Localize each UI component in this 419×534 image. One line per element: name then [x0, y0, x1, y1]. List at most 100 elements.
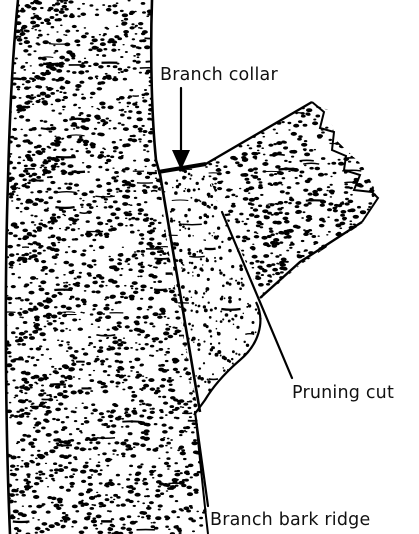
bark-dot — [76, 140, 81, 143]
bark-dot — [96, 54, 99, 56]
bark-streak — [300, 160, 314, 161]
bark-dot — [0, 521, 3, 524]
bark-streak — [209, 379, 218, 380]
bark-dot — [225, 268, 228, 270]
bark-dot — [112, 44, 116, 47]
bark-dot — [46, 394, 49, 396]
bark-dot — [96, 441, 101, 444]
bark-dot — [155, 489, 160, 492]
bark-dot — [264, 251, 266, 253]
bark-dot — [222, 318, 224, 320]
bark-dot — [333, 172, 337, 174]
bark-dot — [167, 96, 171, 99]
bark-dot — [161, 123, 166, 126]
bark-dot — [57, 340, 59, 342]
bark-dot — [33, 438, 38, 441]
bark-dot — [10, 470, 13, 472]
bark-dot — [97, 454, 100, 456]
bark-dot — [231, 134, 235, 137]
bark-dot — [234, 386, 235, 387]
bark-dot — [201, 269, 204, 272]
bark-dot — [209, 420, 214, 423]
bark-dot — [228, 320, 230, 322]
bark-dot — [123, 127, 129, 131]
bark-dot — [82, 162, 84, 164]
bark-dot — [206, 191, 209, 193]
bark-dot — [82, 3, 85, 5]
bark-dot — [21, 413, 24, 415]
bark-dot — [138, 344, 140, 346]
bark-dot — [175, 53, 180, 56]
bark-dot — [97, 221, 103, 225]
bark-dot — [331, 162, 336, 165]
bark-dot — [1, 470, 5, 473]
bark-dot — [108, 365, 112, 368]
bark-dot — [183, 242, 185, 244]
bark-dot — [203, 180, 206, 182]
bark-dot — [161, 7, 163, 9]
bark-dot — [278, 201, 284, 205]
bark-dot — [41, 354, 44, 356]
bark-dot — [187, 93, 193, 97]
bark-dot — [18, 276, 21, 278]
bark-dot — [74, 278, 77, 280]
bark-dot — [41, 505, 44, 507]
bark-dot — [87, 488, 93, 492]
bark-dot — [157, 474, 162, 477]
bark-dot — [149, 229, 155, 233]
bark-dot — [231, 318, 233, 320]
bark-dot — [80, 447, 86, 451]
bark-dot — [83, 406, 88, 409]
bark-dot — [146, 150, 149, 152]
bark-dot — [142, 375, 144, 376]
bark-dot — [205, 287, 209, 291]
bark-dot — [216, 159, 218, 161]
bark-dot — [111, 49, 116, 52]
bark-dot — [206, 263, 210, 266]
bark-dot — [105, 169, 109, 172]
bark-dot — [209, 0, 215, 2]
bark-dot — [196, 182, 199, 185]
bark-dot — [216, 168, 222, 172]
bark-dot — [65, 380, 68, 382]
bark-dot — [209, 429, 213, 432]
bark-dot — [159, 444, 164, 447]
bark-dot — [297, 251, 301, 253]
bark-dot — [116, 504, 120, 507]
bark-dot — [95, 528, 98, 530]
bark-dot — [191, 310, 193, 312]
bark-dot — [236, 167, 240, 171]
bark-dot — [258, 204, 262, 207]
bark-dot — [214, 223, 218, 225]
bark-dot — [350, 245, 355, 248]
bark-dot — [170, 415, 172, 417]
bark-dot — [51, 104, 54, 106]
bark-dot — [168, 411, 173, 414]
bark-dot — [46, 433, 52, 437]
bark-dot — [200, 136, 205, 139]
bark-dot — [249, 128, 251, 129]
bark-dot — [104, 206, 108, 208]
bark-dot — [144, 45, 150, 49]
bark-dot — [91, 132, 95, 135]
bark-dot — [178, 50, 181, 52]
bark-dot — [280, 291, 285, 294]
bark-dot — [358, 254, 361, 256]
bark-dot — [121, 20, 124, 22]
bark-dot — [200, 140, 205, 143]
bark-dot — [281, 121, 284, 123]
bark-dot — [165, 85, 171, 89]
bark-dot — [90, 379, 95, 382]
bark-dot — [378, 185, 383, 188]
bark-dot — [232, 223, 234, 225]
bark-dot — [152, 62, 155, 64]
bark-dot — [263, 154, 266, 156]
bark-dot — [17, 343, 21, 345]
bark-dot — [62, 512, 66, 514]
bark-dot — [217, 181, 222, 184]
bark-dot — [34, 482, 39, 485]
bark-dot — [83, 140, 89, 144]
bark-dot — [252, 125, 257, 128]
bark-dot — [0, 39, 5, 42]
bark-dot — [340, 248, 343, 250]
